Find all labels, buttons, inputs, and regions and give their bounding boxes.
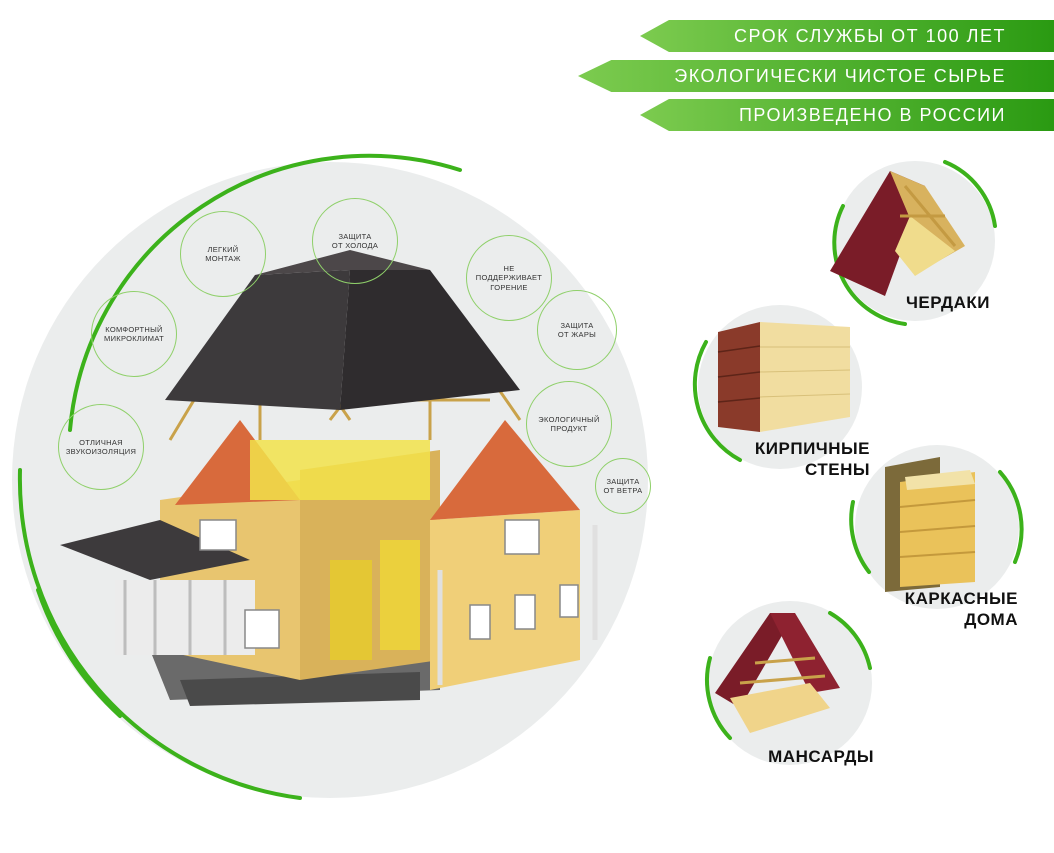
brick-wall-icon [717, 322, 851, 432]
feature-cold-protection: ЗАЩИТА ОТ ХОЛОДА [312, 198, 398, 284]
banner-made-in-russia: ПРОИЗВЕДЕНО В РОССИИ [640, 99, 1054, 131]
category-attics [830, 160, 997, 326]
feature-heat-protection: ЗАЩИТА ОТ ЖАРЫ [537, 290, 617, 370]
category-brick-walls [692, 305, 862, 469]
banner-service-life-text: СРОК СЛУЖБЫ ОТ 100 ЛЕТ [734, 25, 1006, 46]
category-frame-houses [849, 445, 1024, 609]
feature-fire-resistant: НЕ ПОДДЕРЖИВАЕТ ГОРЕНИЕ [466, 235, 552, 321]
banner-made-in-russia-text: ПРОИЗВЕДЕНО В РОССИИ [738, 104, 1006, 125]
banner-eco-raw-text: ЭКОЛОГИЧЕСКИ ЧИСТОЕ СЫРЬЕ [674, 65, 1006, 86]
feature-wind-protection: ЗАЩИТА ОТ ВЕТРА [595, 458, 651, 514]
category-frame-houses-label: КАРКАСНЫЕ ДОМА [904, 589, 1018, 629]
category-attics-label: ЧЕРДАКИ [905, 293, 990, 312]
attic-roof-icon [830, 171, 965, 296]
mansard-roof-icon [715, 613, 840, 733]
feature-eco-product: ЭКОЛОГИЧНЫЙ ПРОДУКТ [526, 381, 612, 467]
category-mansards [705, 601, 872, 765]
feature-sound-insulation: ОТЛИЧНАЯ ЗВУКОИЗОЛЯЦИЯ [58, 404, 144, 490]
banner-eco-raw: ЭКОЛОГИЧЕСКИ ЧИСТОЕ СЫРЬЕ [578, 60, 1054, 92]
category-brick-walls-label: КИРПИЧНЫЕ СТЕНЫ [754, 439, 870, 479]
feature-easy-install: ЛЕГКИЙ МОНТАЖ [180, 211, 266, 297]
feature-comfort-climate: КОМФОРТНЫЙ МИКРОКЛИМАТ [91, 291, 177, 377]
banner-service-life: СРОК СЛУЖБЫ ОТ 100 ЛЕТ [640, 20, 1054, 52]
category-mansards-label: МАНСАРДЫ [768, 747, 874, 766]
house-cutaway-icon [60, 250, 598, 706]
frame-wall-icon [885, 457, 976, 592]
